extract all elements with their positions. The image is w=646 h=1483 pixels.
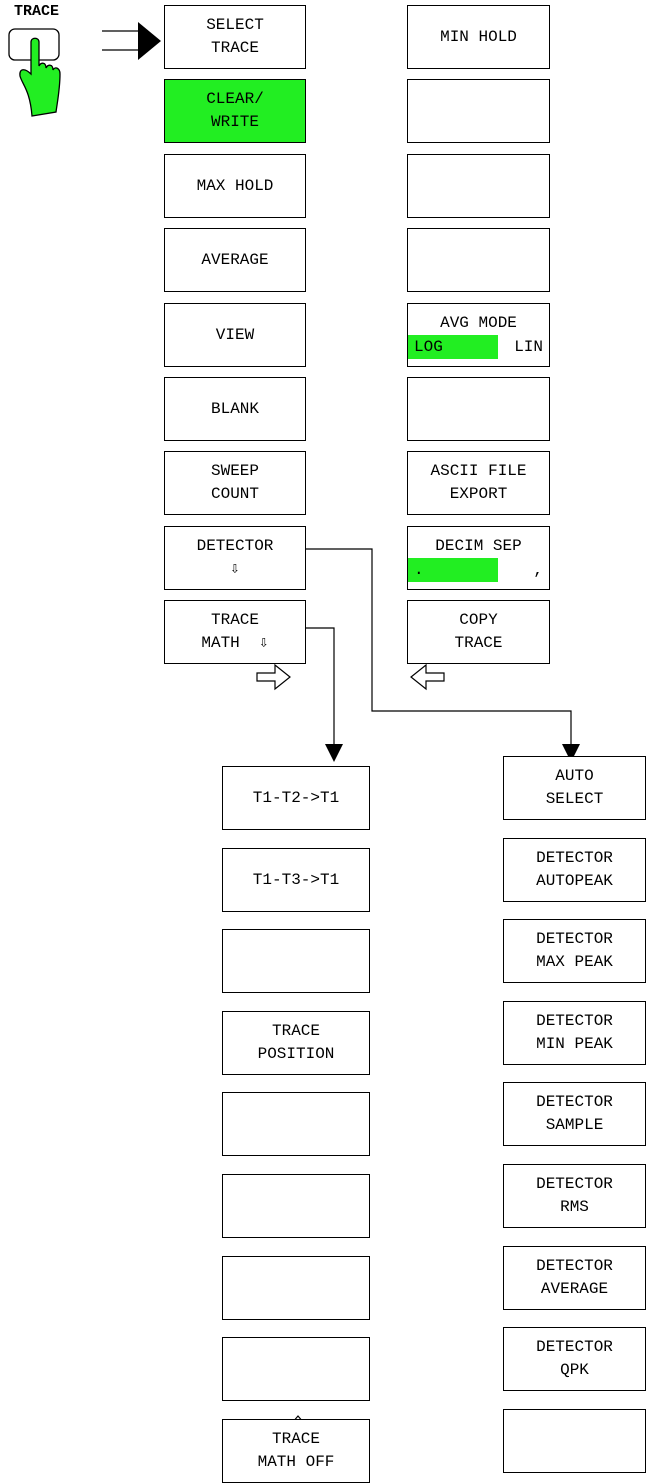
softkey-label-line1: DECIM SEP (435, 536, 522, 555)
softkey-label-line2: MIN PEAK (536, 1035, 613, 1053)
softkey-label-line1: DETECTOR (536, 849, 613, 867)
softkey-label-line1: AVG MODE (440, 313, 517, 332)
softkey-label-line2: SAMPLE (545, 1116, 604, 1134)
softkey-label-line1: DETECTOR (196, 537, 274, 555)
softkey-empty-8[interactable] (222, 1256, 370, 1320)
softkey-empty-2[interactable] (407, 154, 550, 218)
softkey-toggle: ., (408, 557, 549, 582)
softkey-label-line2: TRACE (454, 634, 503, 652)
softkey-empty-6[interactable] (222, 1092, 370, 1156)
softkey-average[interactable]: AVERAGE (164, 228, 306, 292)
softkey-t1-t3-t1[interactable]: T1-T3->T1 (222, 848, 370, 912)
toggle-option: LIN (514, 337, 543, 356)
softkey-blank[interactable]: BLANK (164, 377, 306, 441)
softkey-copy-trace[interactable]: COPY TRACE (407, 600, 550, 664)
softkey-label-line1: TRACE (271, 1430, 320, 1448)
menu-connector-diagram (8, 22, 585, 1449)
softkey-label-line1: DETECTOR (536, 1012, 613, 1030)
softkey-t1-t2-t1[interactable]: T1-T2->T1 (222, 766, 370, 830)
softkey-detector-qpk[interactable]: DETECTOR QPK (503, 1327, 646, 1391)
softkey-empty-4[interactable] (407, 377, 550, 441)
softkey-trace-position[interactable]: TRACE POSITION (222, 1011, 370, 1075)
softkey-label-line1: DETECTOR (536, 1175, 613, 1193)
softkey-label-line2: POSITION (257, 1045, 335, 1063)
softkey-empty-5[interactable] (222, 929, 370, 993)
softkey-label-line2: TRACE (210, 39, 259, 57)
softkey-trace-math-off[interactable]: TRACE MATH OFF (222, 1419, 370, 1483)
softkey-label-line1: BLANK (210, 399, 259, 418)
softkey-avg-mode[interactable]: AVG MODE LOG LIN (407, 303, 550, 367)
softkey-label-line1: TRACE (271, 1022, 320, 1040)
softkey-label-line2: AUTOPEAK (536, 872, 613, 890)
next-menu-right-arrow-icon (256, 663, 291, 691)
softkey-empty-7[interactable] (222, 1174, 370, 1238)
softkey-label-line2: COUNT (210, 485, 259, 503)
trace-hardkey-label: TRACE (14, 3, 60, 20)
softkey-label-line1: AUTO (555, 767, 594, 785)
softkey-label-line1: VIEW (215, 325, 255, 344)
softkey-label-line2: SELECT (545, 790, 604, 808)
softkey-select-trace[interactable]: SELECT TRACE (164, 5, 306, 69)
softkey-view[interactable]: VIEW (164, 303, 306, 367)
softkey-label-line1: DETECTOR (536, 1093, 613, 1111)
softkey-empty-1[interactable] (407, 79, 550, 143)
softkey-min-hold[interactable]: MIN HOLD (407, 5, 550, 69)
softkey-label-line2: MATH OFF (257, 1453, 335, 1471)
softkey-toggle: LOG LIN (408, 334, 549, 359)
softkey-label-line1: ASCII FILE (430, 462, 527, 480)
softkey-label-line2: EXPORT (449, 485, 508, 503)
softkey-detector-sample[interactable]: DETECTOR SAMPLE (503, 1082, 646, 1146)
softkey-label-line2: MAX PEAK (536, 953, 613, 971)
softkey-ascii-file-export[interactable]: ASCII FILE EXPORT (407, 451, 550, 515)
softkey-label-line1: DETECTOR (536, 1338, 613, 1356)
softkey-label-line1: DETECTOR (536, 1257, 613, 1275)
softkey-decim-sep[interactable]: DECIM SEP., (407, 526, 550, 590)
softkey-label-line1: SELECT (206, 16, 264, 34)
softkey-sweep-count[interactable]: SWEEP COUNT (164, 451, 306, 515)
softkey-empty-3[interactable] (407, 228, 550, 292)
softkey-label-line1: TRACE (210, 611, 259, 629)
softkey-max-hold[interactable]: MAX HOLD (164, 154, 306, 218)
softkey-detector-min-peak[interactable]: DETECTOR MIN PEAK (503, 1001, 646, 1065)
softkey-empty-9[interactable] (222, 1337, 370, 1401)
softkey-label-line1: SWEEP (210, 462, 259, 480)
softkey-detector[interactable]: DETECTOR ⇩ (164, 526, 306, 590)
softkey-detector-max-peak[interactable]: DETECTOR MAX PEAK (503, 919, 646, 983)
prev-menu-left-arrow-icon (410, 663, 445, 691)
softkey-label-line2: AVERAGE (540, 1280, 609, 1298)
softkey-label-line1: MAX HOLD (196, 176, 274, 195)
toggle-option: , (533, 560, 543, 579)
softkey-clear-write[interactable]: CLEAR/WRITE (164, 79, 306, 143)
softkey-label-line2: WRITE (210, 113, 259, 131)
softkey-auto-select[interactable]: AUTO SELECT (503, 756, 646, 820)
toggle-option: LOG (408, 334, 498, 359)
softkey-label-line2: ⇩ (230, 560, 240, 578)
softkey-label-line2: QPK (560, 1361, 589, 1379)
softkey-detector-autopeak[interactable]: DETECTOR AUTOPEAK (503, 838, 646, 902)
softkey-label-line2: RMS (560, 1198, 589, 1216)
softkey-label-line1: T1-T3->T1 (252, 870, 340, 889)
softkey-trace-math[interactable]: TRACE MATH ⇩ (164, 600, 306, 664)
hardkey-press-icon[interactable] (8, 28, 61, 117)
softkey-label-line1: AVERAGE (201, 250, 269, 269)
softkey-label-line1: DETECTOR (536, 930, 613, 948)
softkey-detector-average[interactable]: DETECTOR AVERAGE (503, 1246, 646, 1310)
toggle-option: . (408, 557, 498, 582)
softkey-label-line1: COPY (459, 611, 498, 629)
softkey-label-line1: MIN HOLD (440, 27, 517, 46)
softkey-label-line1: CLEAR/ (206, 90, 264, 108)
softkey-detector-rms[interactable]: DETECTOR RMS (503, 1164, 646, 1228)
softkey-label-line1: T1-T2->T1 (252, 788, 340, 807)
hardkey-arrow-icon (102, 22, 161, 60)
softkey-empty-10[interactable] (503, 1409, 646, 1473)
softkey-label-line2: MATH ⇩ (201, 634, 269, 652)
